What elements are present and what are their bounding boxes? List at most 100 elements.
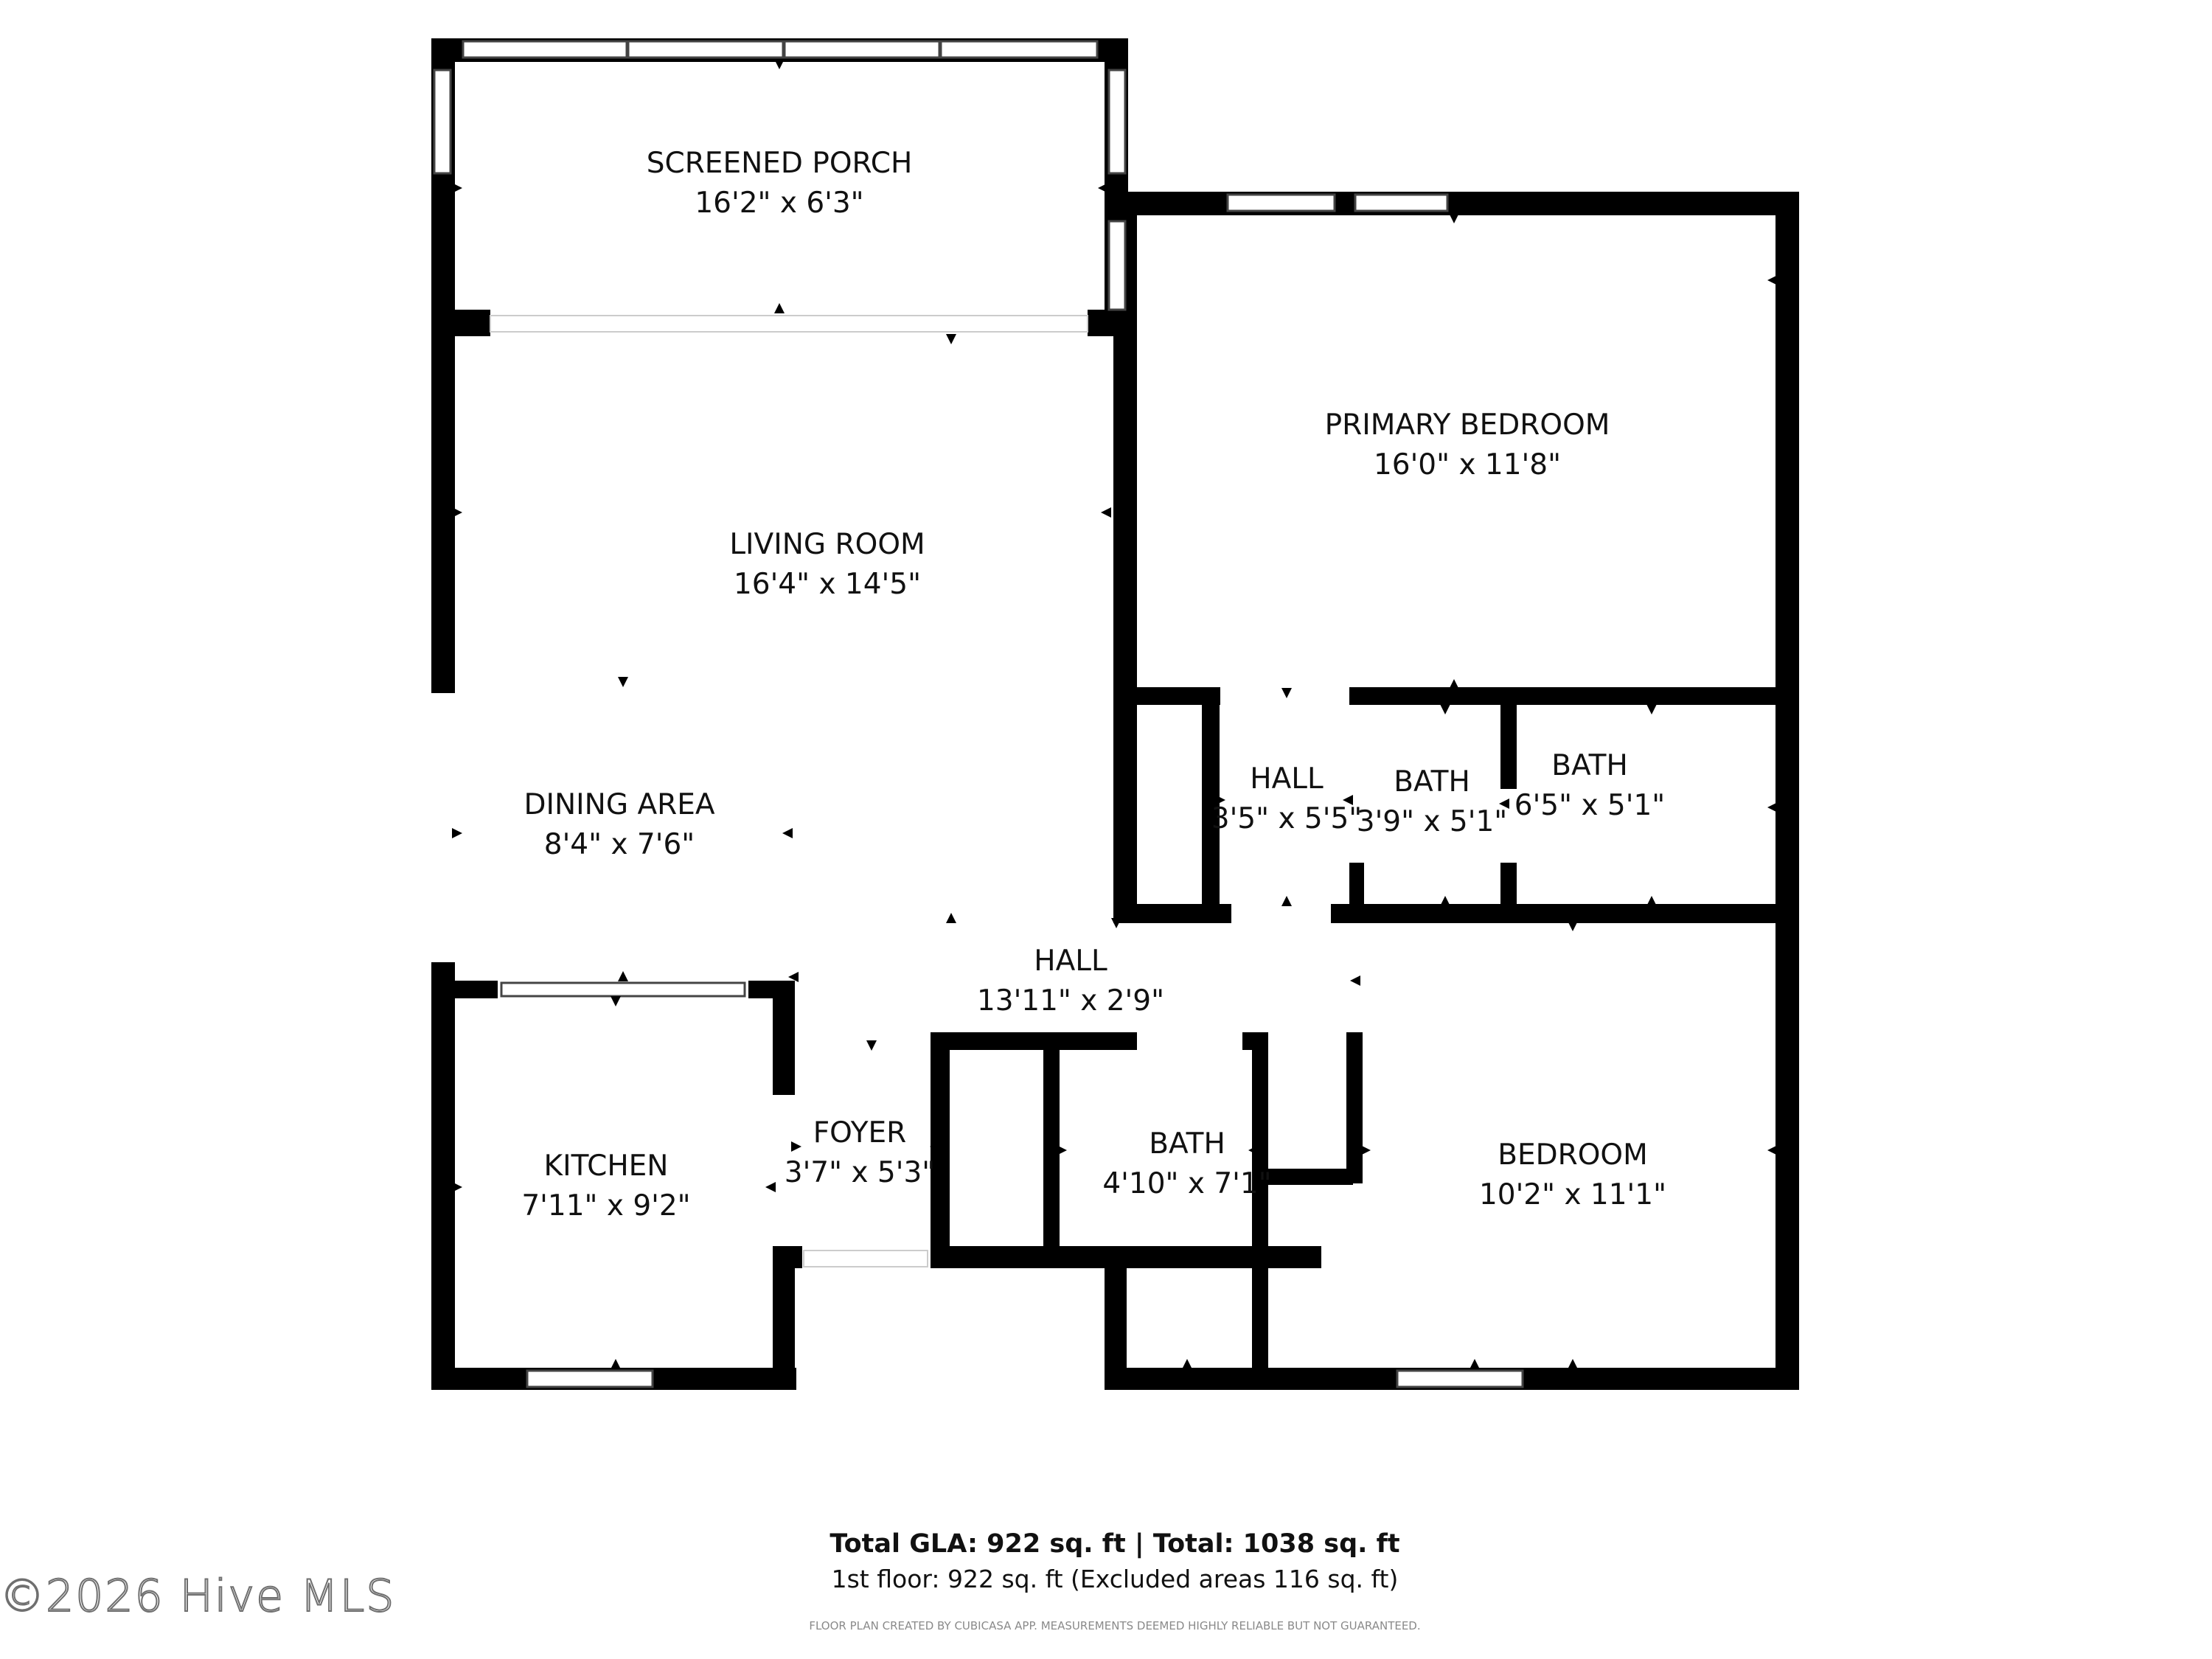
room-label-hall-main: HALL 13'11" x 2'9" — [977, 942, 1164, 1021]
direction-marker — [782, 828, 793, 838]
direction-marker — [1503, 769, 1513, 779]
wall — [931, 1032, 1137, 1050]
room-dimensions: 3'5" x 5'5" — [1211, 802, 1363, 835]
window — [1226, 193, 1336, 212]
disclaimer: FLOOR PLAN CREATED BY CUBICASA APP. MEAS… — [809, 1619, 1421, 1632]
direction-marker — [788, 972, 799, 982]
wall — [431, 310, 455, 693]
room-name: LIVING ROOM — [729, 528, 925, 561]
direction-marker — [1767, 1145, 1778, 1155]
direction-marker — [1057, 1145, 1067, 1155]
direction-marker — [1343, 795, 1353, 805]
window — [939, 40, 1099, 59]
wall — [446, 981, 498, 998]
direction-marker — [452, 828, 462, 838]
room-label-kitchen: KITCHEN 7'11" x 9'2" — [521, 1147, 690, 1226]
direction-marker — [1646, 704, 1657, 714]
direction-marker — [618, 677, 628, 687]
direction-marker — [866, 1040, 877, 1051]
watermark: ©2026 Hive MLS — [0, 1570, 396, 1623]
direction-marker — [1449, 213, 1459, 223]
room-label-bath-middle: BATH 3'9" x 5'1" — [1357, 762, 1507, 842]
window — [500, 981, 746, 998]
direction-marker — [1215, 795, 1225, 805]
wall — [1113, 192, 1137, 923]
direction-marker — [1568, 1359, 1578, 1369]
direction-marker — [1470, 1359, 1480, 1369]
wall — [431, 310, 490, 336]
direction-marker — [930, 1141, 940, 1152]
room-dimensions: 3'7" x 5'3" — [784, 1156, 936, 1189]
direction-marker — [1182, 1359, 1192, 1369]
room-label-screened-porch: SCREENED PORCH 16'2" x 6'3" — [647, 144, 913, 223]
direction-marker — [1449, 679, 1459, 689]
direction-marker — [1108, 1032, 1119, 1043]
room-label-bedroom: BEDROOM 10'2" x 11'1" — [1479, 1135, 1666, 1215]
area-summary: Total GLA: 922 sq. ft | Total: 1038 sq. … — [830, 1526, 1399, 1597]
wall — [1202, 687, 1220, 923]
window — [433, 69, 452, 175]
room-name: HALL — [1034, 945, 1107, 978]
window — [783, 40, 941, 59]
room-name: FOYER — [813, 1116, 907, 1150]
window — [627, 40, 785, 59]
room-name: BATH — [1149, 1127, 1225, 1161]
window — [462, 40, 628, 59]
wall — [1252, 1032, 1268, 1379]
direction-marker — [452, 183, 462, 193]
direction-marker — [1098, 183, 1108, 193]
direction-marker — [1281, 688, 1292, 698]
direction-marker — [1767, 802, 1778, 813]
direction-marker — [1646, 896, 1657, 906]
room-name: BEDROOM — [1498, 1138, 1648, 1172]
wall — [1500, 693, 1517, 789]
room-label-bath-right: BATH 6'5" x 5'1" — [1514, 746, 1665, 826]
direction-marker — [1499, 799, 1509, 809]
floor-area: 1st floor: 922 sq. ft (Excluded areas 11… — [831, 1565, 1399, 1593]
direction-marker — [1111, 918, 1121, 928]
direction-marker — [791, 1141, 801, 1152]
openings — [490, 315, 1088, 1267]
room-dimensions: 3'9" x 5'1" — [1356, 805, 1508, 838]
direction-marker — [611, 1359, 621, 1369]
direction-marker — [1281, 896, 1292, 906]
window — [1354, 193, 1449, 212]
room-label-bath-lower: BATH 4'10" x 7'1" — [1102, 1124, 1271, 1204]
window — [1396, 1369, 1524, 1388]
direction-marker — [1350, 975, 1360, 986]
wall — [1113, 192, 1799, 215]
opening — [490, 315, 1088, 333]
room-dimensions: 8'4" x 7'6" — [543, 828, 695, 861]
total-area: Total GLA: 922 sq. ft | Total: 1038 sq. … — [830, 1529, 1400, 1559]
direction-marker — [1440, 896, 1450, 906]
wall — [1349, 863, 1364, 923]
wall — [1331, 904, 1788, 923]
wall — [1349, 687, 1799, 705]
direction-marker — [765, 1182, 776, 1192]
wall — [748, 981, 795, 998]
direction-markers — [452, 59, 1778, 1369]
direction-marker — [1248, 1145, 1259, 1155]
wall — [431, 981, 455, 1390]
wall — [1775, 192, 1799, 1390]
window — [1107, 69, 1127, 175]
wall — [1261, 1169, 1353, 1185]
room-name: BATH — [1394, 765, 1470, 799]
room-name: PRIMARY BEDROOM — [1324, 408, 1610, 442]
room-dimensions: 16'2" x 6'3" — [695, 187, 864, 220]
room-dimensions: 6'5" x 5'1" — [1514, 789, 1666, 822]
direction-marker — [946, 913, 956, 923]
direction-marker — [452, 1182, 462, 1192]
room-dimensions: 10'2" x 11'1" — [1478, 1178, 1667, 1211]
direction-marker — [774, 303, 785, 313]
room-dimensions: 16'4" x 14'5" — [733, 568, 922, 601]
room-label-hall-upper: HALL 3'5" x 5'5" — [1211, 759, 1362, 839]
direction-marker — [774, 59, 785, 69]
room-label-living-room: LIVING ROOM 16'4" x 14'5" — [729, 525, 925, 605]
wall — [1346, 1032, 1363, 1183]
room-label-primary-bedroom: PRIMARY BEDROOM 16'0" x 11'8" — [1325, 406, 1610, 485]
wall — [773, 981, 795, 1095]
room-name: HALL — [1250, 762, 1324, 796]
direction-marker — [1360, 1145, 1371, 1155]
